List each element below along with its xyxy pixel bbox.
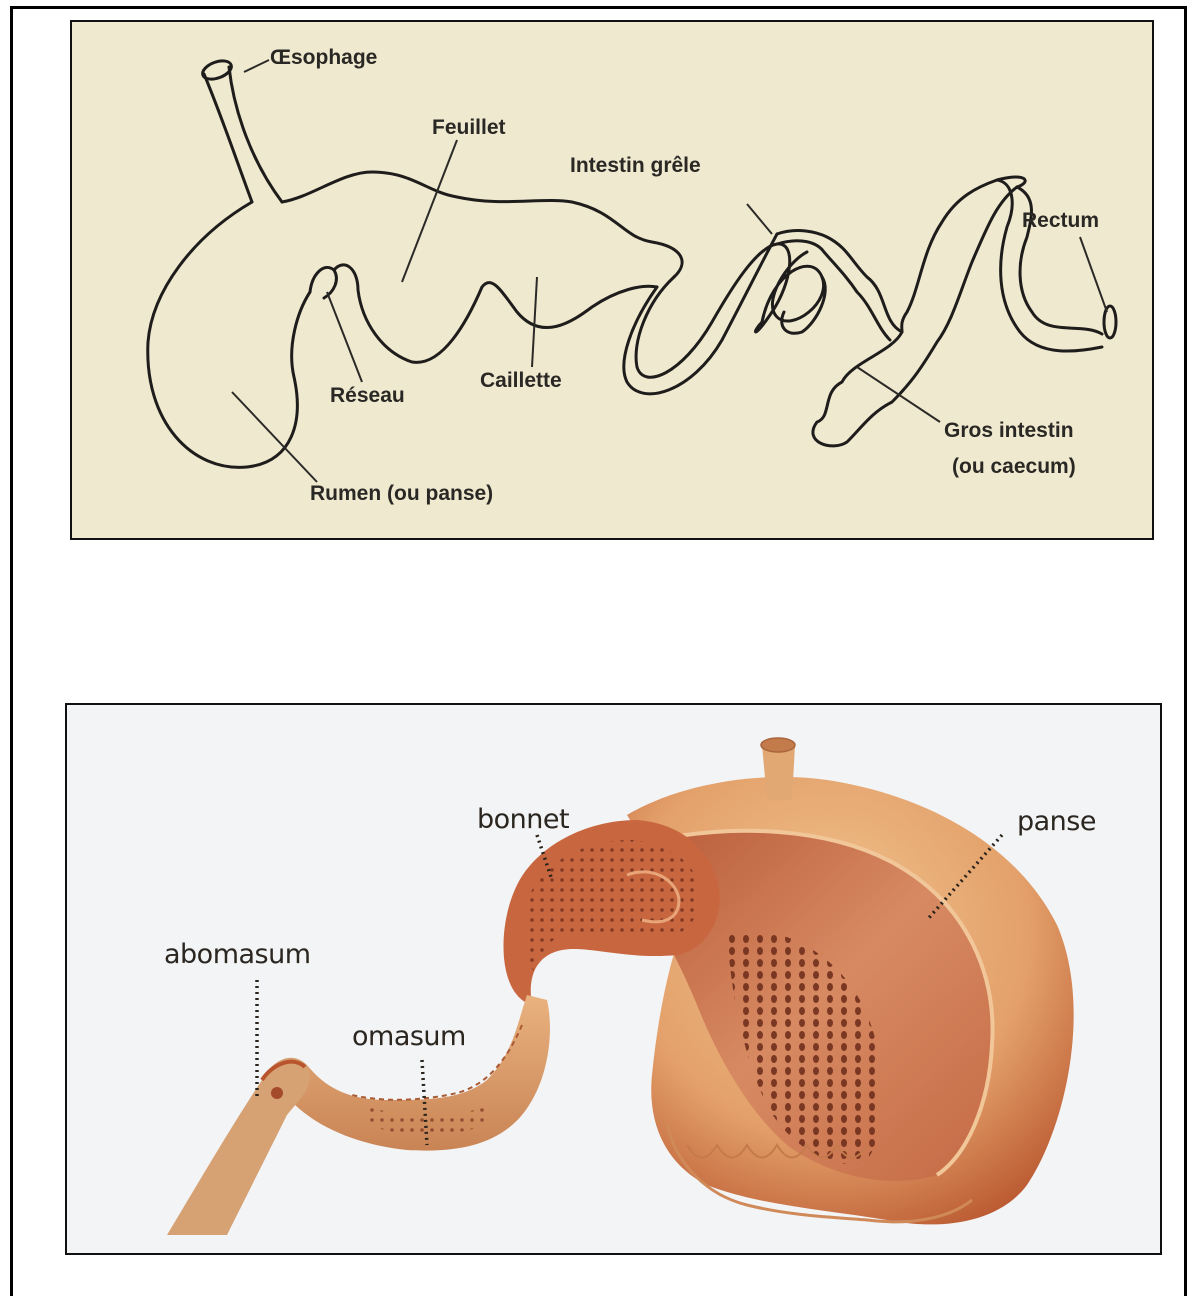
label-caillette: Caillette [480,369,562,392]
label-intestin-grele: Intestin grêle [570,154,701,177]
label-gros-intestin: Gros intestin [944,419,1074,442]
label-bonnet: bonnet [477,804,569,835]
label-feuillet: Feuillet [432,116,506,139]
label-abomasum: abomasum [164,939,311,970]
label-caecum: (ou caecum) [952,455,1076,478]
digestive-tract-line-diagram: Œsophage Feuillet Intestin grêle Rectum … [70,20,1154,540]
label-reseau: Réseau [330,384,405,407]
label-oesophage: Œsophage [270,46,377,69]
label-rectum: Rectum [1022,209,1099,232]
label-omasum: omasum [352,1021,466,1052]
ruminant-stomach-illustration: bonnet panse abomasum omasum [65,703,1162,1255]
label-rumen: Rumen (ou panse) [310,482,493,505]
line-diagram-svg: Œsophage Feuillet Intestin grêle Rectum … [72,22,1152,538]
stomach-illustration-svg: bonnet panse abomasum omasum [67,705,1160,1253]
label-panse: panse [1017,806,1096,837]
